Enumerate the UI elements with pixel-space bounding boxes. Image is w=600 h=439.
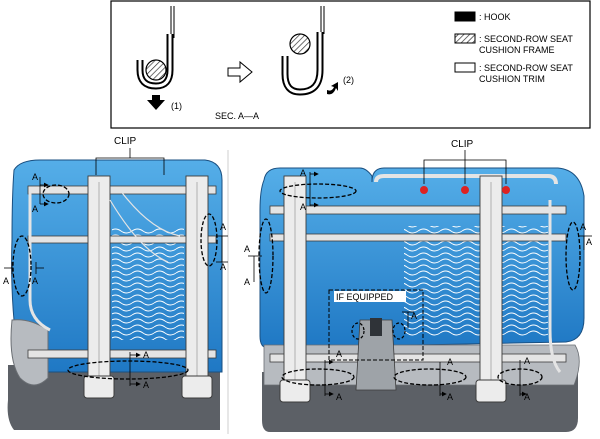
section-marker-a: A: [220, 222, 226, 232]
legend-hook-swatch: [454, 11, 476, 22]
clip-location: [42, 184, 70, 204]
left-clip-label: CLIP: [114, 136, 137, 147]
clip-location: [281, 368, 355, 386]
section-marker-a: A: [300, 168, 306, 178]
legend-hook-label: : HOOK: [479, 12, 511, 22]
section-marker-a: A: [32, 204, 38, 214]
section-marker-a: A: [143, 350, 149, 360]
legend: : HOOK : SECOND-ROW SEAT CUSHION FRAME :…: [454, 11, 573, 84]
inset-frame: [110, 0, 591, 129]
section-marker-a: A: [336, 349, 342, 359]
section-detail-inset: (1) (2) SEC. A—A : HOOK : SECOND-ROW SEA…: [110, 0, 591, 129]
right-clip-label: CLIP: [451, 139, 474, 150]
hook-step2-illustration: (2): [281, 6, 354, 96]
clip-marker: [420, 186, 428, 194]
section-marker-a: A: [447, 357, 453, 367]
if-equipped-box: [328, 289, 424, 361]
clip-location: [258, 218, 274, 294]
clip-location: [565, 221, 581, 291]
clip-location: [67, 360, 189, 380]
lower-cover: [7, 365, 220, 430]
section-marker-a: A: [300, 202, 306, 212]
left-cushion-view: CLIP A A A A A A A A: [3, 136, 228, 430]
section-marker-a: A: [580, 222, 586, 232]
clip-location: [200, 213, 218, 267]
section-marker-a: A: [3, 276, 9, 286]
legend-trim-label-line1: : SECOND-ROW SEAT: [479, 63, 573, 73]
section-marker-a: A: [524, 356, 530, 366]
step1-label: (1): [171, 101, 182, 111]
frame-rod-icon: [145, 59, 167, 81]
next-step-arrow-icon: [227, 60, 253, 84]
section-marker-a: A: [244, 244, 250, 254]
section-marker-a: A: [32, 276, 38, 286]
section-marker-a: A: [411, 311, 417, 321]
section-marker-a: A: [336, 392, 342, 402]
section-marker-a: A: [32, 172, 38, 182]
section-marker-a: A: [586, 237, 592, 247]
rear-cover: [263, 344, 580, 386]
rotate-arrow-icon: [327, 82, 338, 95]
section-marker-a: A: [447, 392, 453, 402]
clip-location: [12, 235, 32, 297]
legend-frame-label-line1: : SECOND-ROW SEAT: [479, 34, 573, 44]
hook-step1-illustration: (1): [136, 6, 182, 111]
spring-area: [404, 226, 548, 336]
clip-marker: [502, 186, 510, 194]
clip-location: [351, 322, 365, 340]
step2-label: (2): [343, 75, 354, 85]
if-equipped-label: IF EQUIPPED: [336, 292, 394, 302]
clip-location: [393, 368, 467, 386]
section-marker-a: A: [220, 262, 226, 272]
legend-trim-swatch: [454, 62, 476, 73]
right-cushion-view: CLIP IF EQUIPPED A A A A A A A A A A A A: [244, 139, 592, 432]
section-marker-a: A: [143, 380, 149, 390]
spring-area: [112, 228, 184, 340]
legend-frame-swatch: [454, 33, 476, 44]
clip-location: [279, 183, 357, 199]
frame-rod-icon: [289, 33, 311, 55]
section-label: SEC. A—A: [215, 111, 259, 121]
section-marker-a: A: [244, 277, 250, 287]
pull-down-arrow-icon: [147, 95, 165, 110]
clip-location: [392, 322, 406, 340]
section-marker-a: A: [524, 392, 530, 402]
legend-frame-label-line2: CUSHION FRAME: [479, 45, 555, 55]
clip-marker: [461, 186, 469, 194]
legend-trim-label-line2: CUSHION TRIM: [479, 74, 545, 84]
